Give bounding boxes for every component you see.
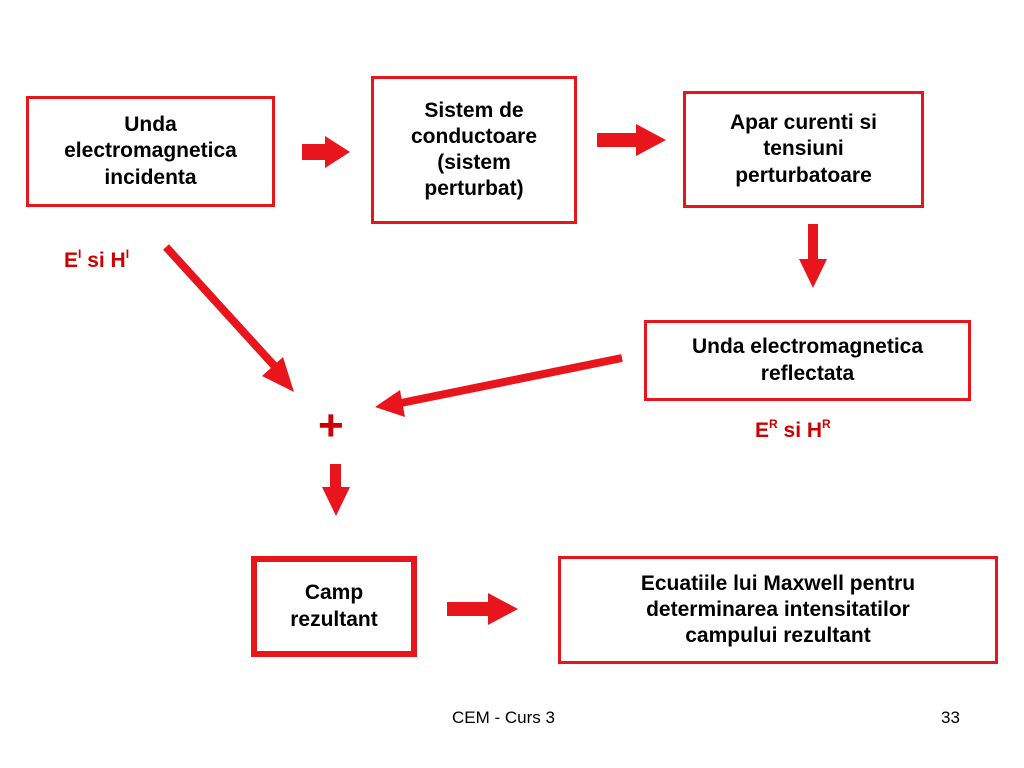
incident-wave-box: Unda electromagnetica incidenta bbox=[26, 96, 275, 207]
reflected-wave-line-2: reflectata bbox=[760, 361, 855, 385]
reflected-fields-mid: si H bbox=[777, 419, 823, 442]
maxwell-equations-line-3: campului rezultant bbox=[685, 624, 871, 648]
maxwell-equations-line-2: determinarea intensitatilor bbox=[646, 597, 910, 621]
reflected-h-superscript: R bbox=[822, 417, 831, 431]
footer-page-number: 33 bbox=[941, 708, 960, 727]
incident-e-superscript: I bbox=[78, 247, 82, 261]
disturbing-currents-box: Apar curenti si tensiuni perturbatoare bbox=[683, 91, 924, 208]
maxwell-equations-line-1: Ecuatiile lui Maxwell pentru bbox=[640, 571, 916, 595]
maxwell-equations-box: Ecuatiile lui Maxwell pentru determinare… bbox=[558, 556, 998, 664]
incident-h-superscript: I bbox=[125, 247, 130, 261]
reflected-wave-line-1: Unda electromagnetica bbox=[691, 335, 924, 359]
disturbing-currents-line-3: perturbatoare bbox=[735, 163, 872, 187]
resulting-field-box: Camp rezultant bbox=[251, 556, 417, 657]
reflected-wave-box: Unda electromagnetica reflectata bbox=[644, 320, 971, 401]
conductor-system-line-1: Sistem de bbox=[424, 98, 524, 122]
conductor-system-line-2: conductoare bbox=[410, 124, 538, 148]
footer-course: CEM - Curs 3 bbox=[452, 708, 555, 727]
arrow-incident-to-plus bbox=[163, 244, 294, 392]
reflected-fields-label: ER si HR bbox=[755, 417, 831, 443]
incident-wave-line-2: electromagnetica bbox=[64, 139, 237, 163]
arrow-currents-to-reflected bbox=[799, 224, 827, 288]
arrow-result-to-maxwell bbox=[447, 593, 518, 625]
conductor-system-line-4: perturbat) bbox=[424, 177, 524, 201]
disturbing-currents-line-1: Apar curenti si bbox=[729, 111, 878, 135]
reflected-e-symbol: E bbox=[755, 419, 770, 442]
disturbing-currents-line-2: tensiuni bbox=[763, 137, 844, 161]
resulting-field-line-2: rezultant bbox=[290, 607, 378, 631]
arrow-plus-to-result bbox=[322, 464, 350, 516]
plus-sign: + bbox=[318, 401, 344, 450]
arrow-reflected-to-plus bbox=[375, 354, 623, 417]
conductor-system-line-3: (sistem bbox=[437, 151, 511, 174]
arrow-system-to-currents bbox=[597, 124, 666, 156]
incident-fields-label: EI si HI bbox=[64, 247, 130, 273]
arrow-incident-to-system bbox=[302, 136, 350, 168]
conductor-system-box: Sistem de conductoare (sistem perturbat) bbox=[371, 76, 577, 224]
incident-fields-mid: si H bbox=[81, 249, 126, 272]
resulting-field-line-1: Camp bbox=[304, 581, 364, 605]
incident-e-symbol: E bbox=[64, 249, 79, 272]
incident-wave-line-1: Unda bbox=[124, 113, 177, 137]
incident-wave-line-3: incidenta bbox=[104, 165, 197, 189]
reflected-e-superscript: R bbox=[769, 417, 778, 431]
